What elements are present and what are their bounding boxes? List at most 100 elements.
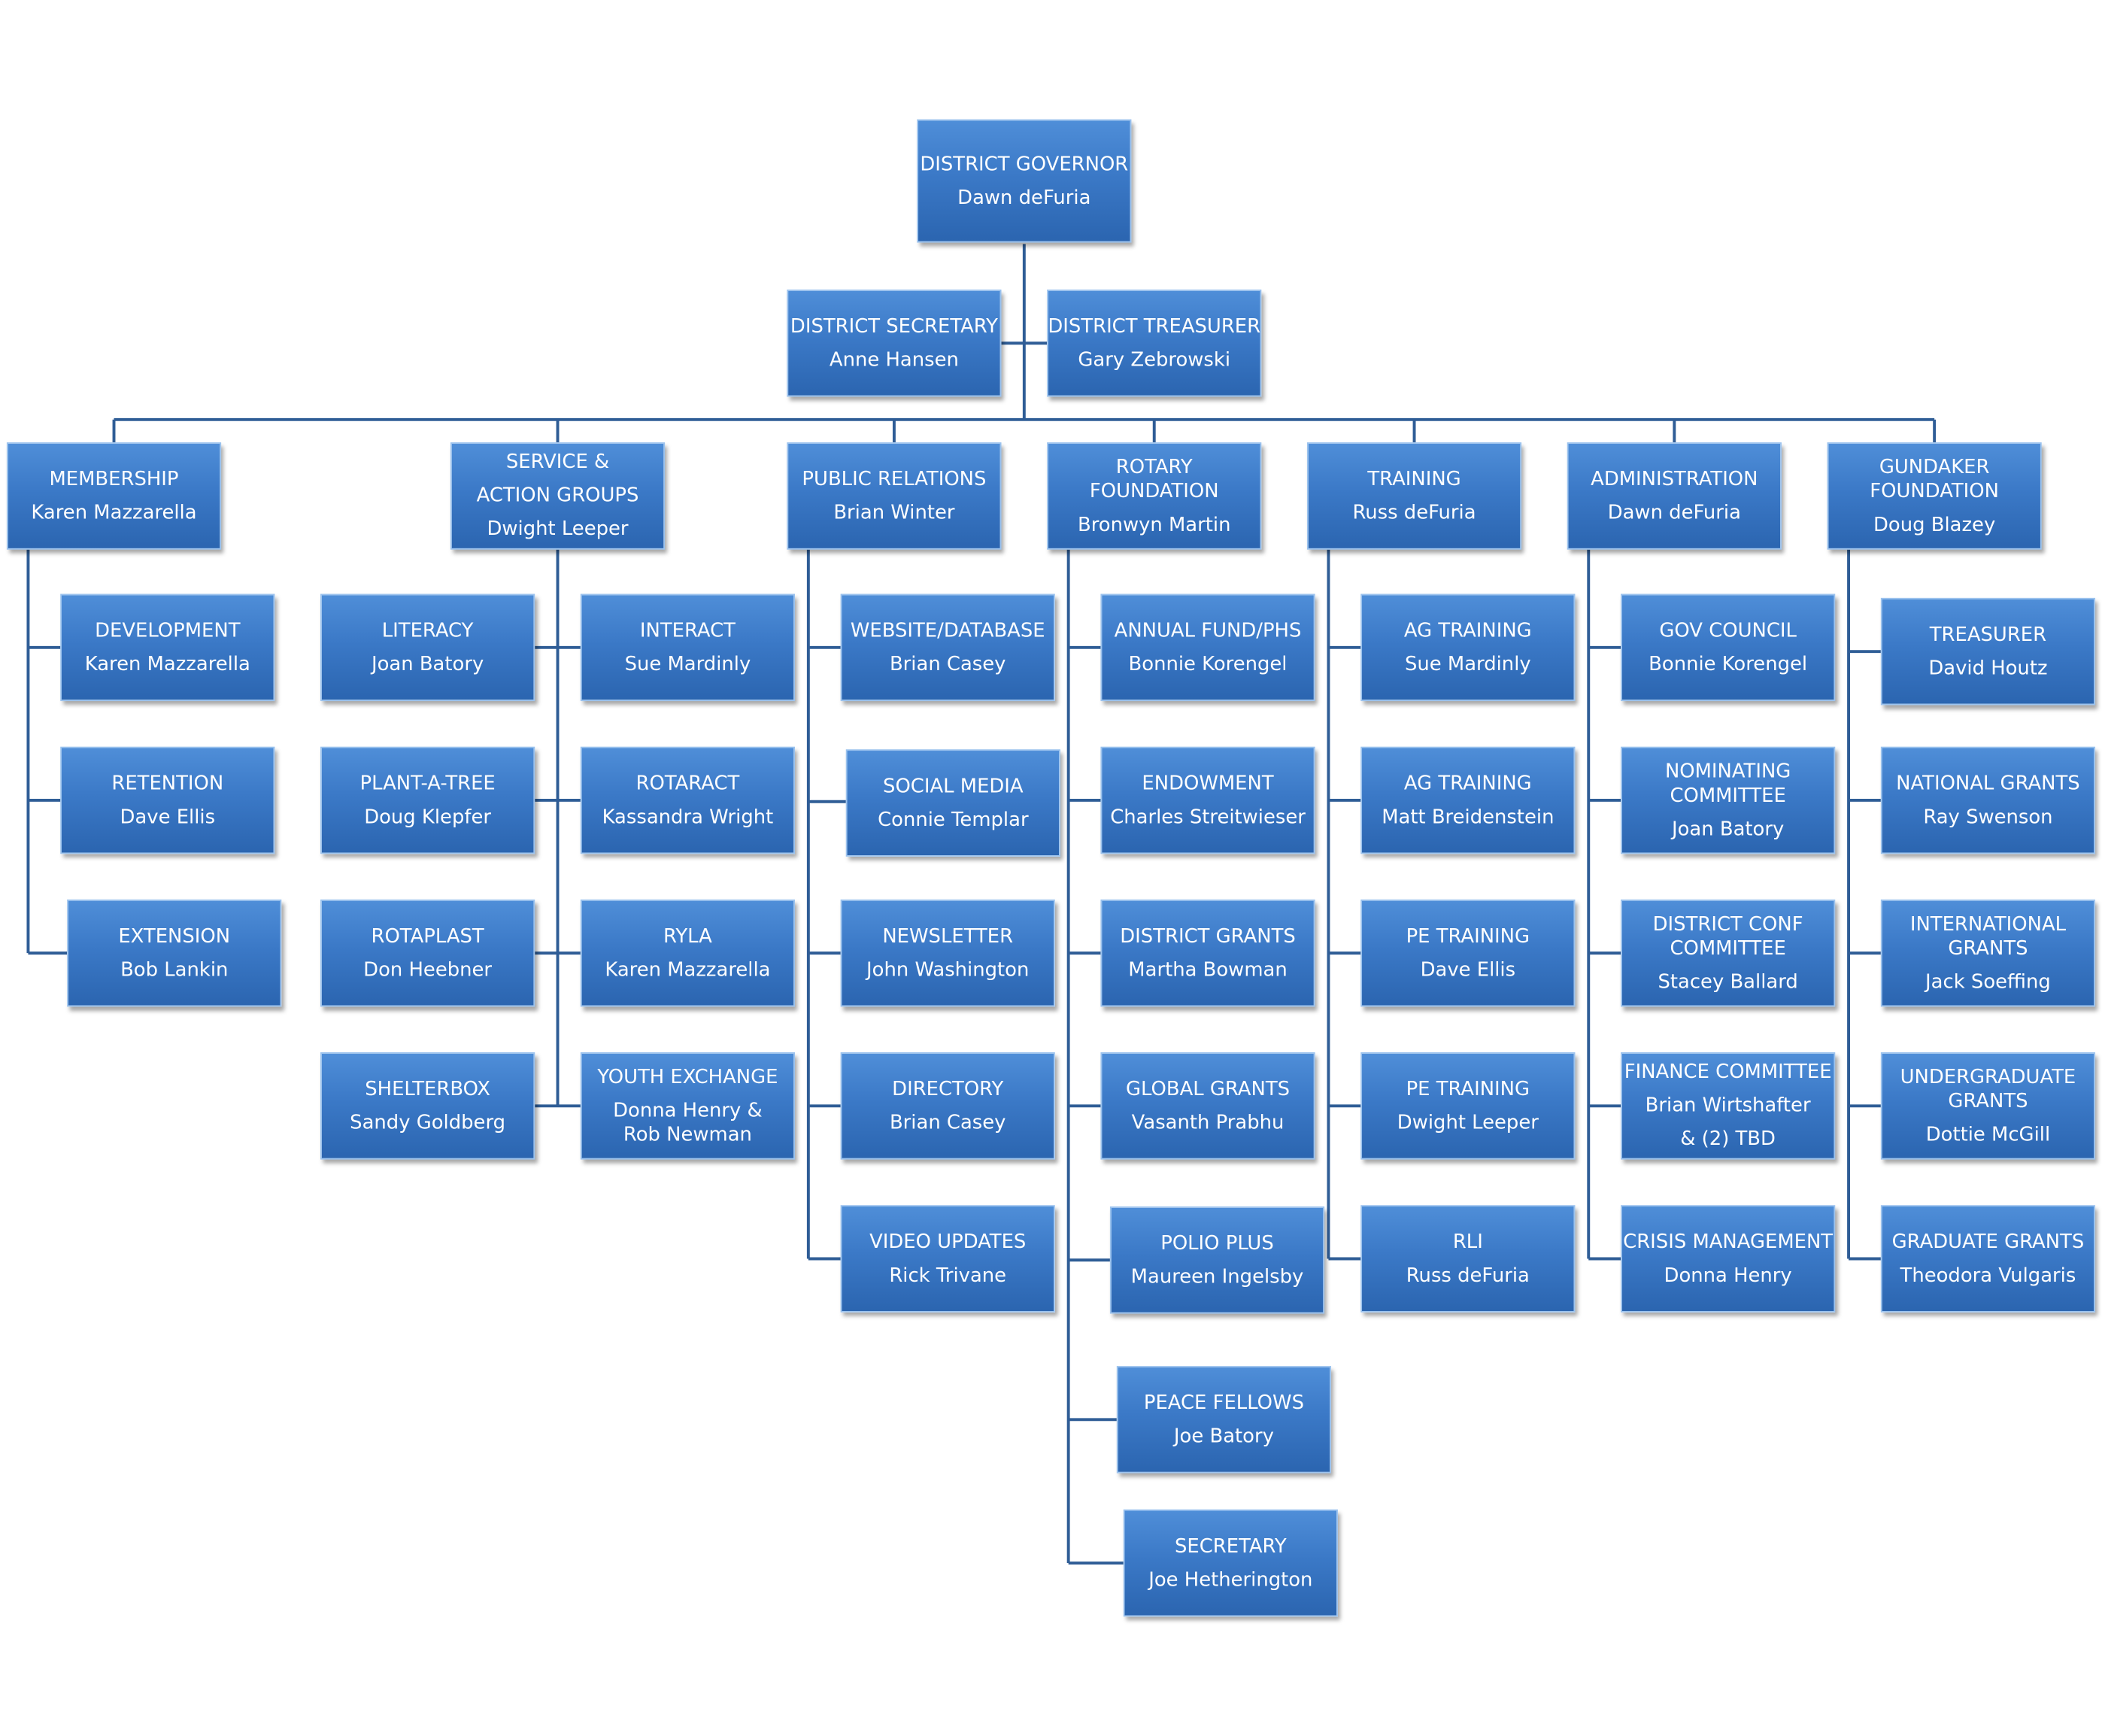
box-title-line-2: GRANTS <box>1948 1090 2028 1112</box>
administration-head-box: ADMINISTRATION Dawn deFuria <box>1567 442 1782 550</box>
rotary-foundation-head-box: ROTARY FOUNDATION Bronwyn Martin <box>1047 442 1262 550</box>
box-title: UNDERGRADUATE <box>1900 1066 2076 1088</box>
box-person: Brian Casey <box>889 653 1006 675</box>
box-person: Gary Zebrowski <box>1078 349 1231 371</box>
box-person: Russ deFuria <box>1352 502 1476 524</box>
box-person: Sandy Goldberg <box>350 1112 506 1134</box>
box-title: GOV COUNCIL <box>1659 620 1797 642</box>
literacy-box: LITERACY Joan Batory <box>320 593 535 702</box>
box-person: Bronwyn Martin <box>1077 514 1231 536</box>
box-title: DIRECTORY <box>892 1078 1004 1100</box>
box-person-line-2: & (2) TBD <box>1680 1128 1776 1151</box>
box-person: Dottie McGill <box>1925 1124 2051 1146</box>
newsletter-box: NEWSLETTER John Washington <box>840 899 1055 1007</box>
box-person: Brian Wirtshafter <box>1645 1095 1811 1117</box>
box-person: Martha Bowman <box>1128 959 1288 981</box>
box-title: GLOBAL GRANTS <box>1125 1078 1291 1100</box>
shelterbox-box: SHELTERBOX Sandy Goldberg <box>320 1052 535 1160</box>
box-title: DISTRICT CONF <box>1652 913 1803 936</box>
box-person: Donna Henry & <box>613 1100 763 1121</box>
box-person: Karen Mazzarella <box>605 959 771 981</box>
box-title: VIDEO UPDATES <box>869 1231 1027 1253</box>
box-title: ROTARY <box>1115 456 1193 478</box>
ag-training-2-box: AG TRAINING Matt Breidenstein <box>1360 746 1576 854</box>
directory-box: DIRECTORY Brian Casey <box>840 1052 1055 1160</box>
box-person: John Washington <box>866 959 1030 981</box>
polio-plus-box: POLIO PLUS Maureen Ingelsby <box>1109 1206 1325 1314</box>
box-person: Brian Winter <box>833 502 955 524</box>
box-person: Dave Ellis <box>120 806 216 828</box>
box-person: Doug Klepfer <box>364 806 492 828</box>
box-title: DISTRICT TREASURER <box>1048 315 1261 338</box>
nominating-committee-box: NOMINATING COMMITTEE Joan Batory <box>1621 746 1836 854</box>
box-person: Joe Batory <box>1173 1425 1274 1447</box>
box-title: ROTARACT <box>635 772 740 794</box>
global-grants-box: GLOBAL GRANTS Vasanth Prabhu <box>1100 1052 1315 1160</box>
service-head-box: SERVICE & ACTION GROUPS Dwight Leeper <box>450 442 666 550</box>
box-title: RETENTION <box>111 772 224 794</box>
box-title: ENDOWMENT <box>1142 772 1274 794</box>
youth-exchange-box: YOUTH EXCHANGE Donna Henry & Rob Newman <box>580 1052 796 1160</box>
box-person: Bob Lankin <box>120 959 229 981</box>
box-title: SECRETARY <box>1174 1535 1287 1558</box>
box-person: Anne Hansen <box>829 349 959 371</box>
district-governor-box: DISTRICT GOVERNOR Dawn deFuria <box>917 119 1132 243</box>
gundaker-head-box: GUNDAKER FOUNDATION Doug Blazey <box>1827 442 2042 550</box>
box-title: SHELTERBOX <box>365 1078 491 1100</box>
box-title: DISTRICT GOVERNOR <box>920 153 1129 175</box>
box-title: DEVELOPMENT <box>95 620 241 642</box>
box-person: Matt Breidenstein <box>1382 806 1555 828</box>
box-title: AG TRAINING <box>1403 620 1532 642</box>
box-person: Russ deFuria <box>1406 1264 1530 1287</box>
retention-box: RETENTION Dave Ellis <box>60 746 275 854</box>
box-person: Doug Blazey <box>1873 514 1996 536</box>
national-grants-box: NATIONAL GRANTS Ray Swenson <box>1880 746 2096 854</box>
ryla-box: RYLA Karen Mazzarella <box>580 899 796 1007</box>
box-person: Sue Mardinly <box>624 653 751 675</box>
undergraduate-grants-box: UNDERGRADUATE GRANTS Dottie McGill <box>1880 1052 2096 1160</box>
box-person: Bonnie Korengel <box>1649 653 1808 675</box>
box-title: AG TRAINING <box>1403 772 1532 794</box>
box-person: David Houtz <box>1928 657 2048 679</box>
plant-a-tree-box: PLANT-A-TREE Doug Klepfer <box>320 746 535 854</box>
box-title: SOCIAL MEDIA <box>883 775 1024 797</box>
box-person: Theodora Vulgaris <box>1900 1264 2076 1287</box>
box-person: Dwight Leeper <box>487 518 629 541</box>
box-person: Joan Batory <box>371 653 484 675</box>
box-person: Sue Mardinly <box>1405 653 1531 675</box>
pe-training-1-box: PE TRAINING Dave Ellis <box>1360 899 1576 1007</box>
endowment-box: ENDOWMENT Charles Streitwieser <box>1100 746 1315 854</box>
box-person: Stacey Ballard <box>1658 971 1798 993</box>
box-title-line-2: COMMITTEE <box>1670 937 1786 960</box>
box-title: PE TRAINING <box>1406 925 1530 948</box>
box-person: Donna Henry <box>1664 1264 1792 1287</box>
gov-council-box: GOV COUNCIL Bonnie Korengel <box>1621 593 1836 702</box>
box-person: Karen Mazzarella <box>84 653 250 675</box>
website-database-box: WEBSITE/DATABASE Brian Casey <box>840 593 1055 702</box>
rotaract-box: ROTARACT Kassandra Wright <box>580 746 796 854</box>
peace-fellows-box: PEACE FELLOWS Joe Batory <box>1116 1366 1332 1473</box>
box-title-line-2: FOUNDATION <box>1089 480 1219 502</box>
social-media-box: SOCIAL MEDIA Connie Templar <box>845 749 1060 857</box>
box-title: EXTENSION <box>118 925 231 948</box>
rli-box: RLI Russ deFuria <box>1360 1205 1576 1313</box>
box-person: Joe Hetherington <box>1148 1569 1313 1591</box>
box-title: ADMINISTRATION <box>1591 468 1758 490</box>
box-title: YOUTH EXCHANGE <box>597 1066 778 1088</box>
box-person: Charles Streitwieser <box>1110 806 1306 828</box>
box-title-line-2: FOUNDATION <box>1870 480 1999 502</box>
gundaker-treasurer-box: TREASURER David Houtz <box>1880 597 2096 706</box>
membership-head-box: MEMBERSHIP Karen Mazzarella <box>6 442 222 550</box>
video-updates-box: VIDEO UPDATES Rick Trivane <box>840 1205 1055 1313</box>
box-title: RYLA <box>663 925 712 948</box>
box-title: INTERACT <box>639 620 736 642</box>
box-title: NATIONAL GRANTS <box>1896 772 2080 794</box>
box-title: MEMBERSHIP <box>49 468 179 490</box>
district-treasurer-box: DISTRICT TREASURER Gary Zebrowski <box>1047 289 1262 397</box>
box-title-line-2: ACTION GROUPS <box>476 485 639 507</box>
rotaplast-box: ROTAPLAST Don Heebner <box>320 899 535 1007</box>
box-person: Kassandra Wright <box>602 806 774 828</box>
public-relations-head-box: PUBLIC RELATIONS Brian Winter <box>787 442 1002 550</box>
interact-box: INTERACT Sue Mardinly <box>580 593 796 702</box>
